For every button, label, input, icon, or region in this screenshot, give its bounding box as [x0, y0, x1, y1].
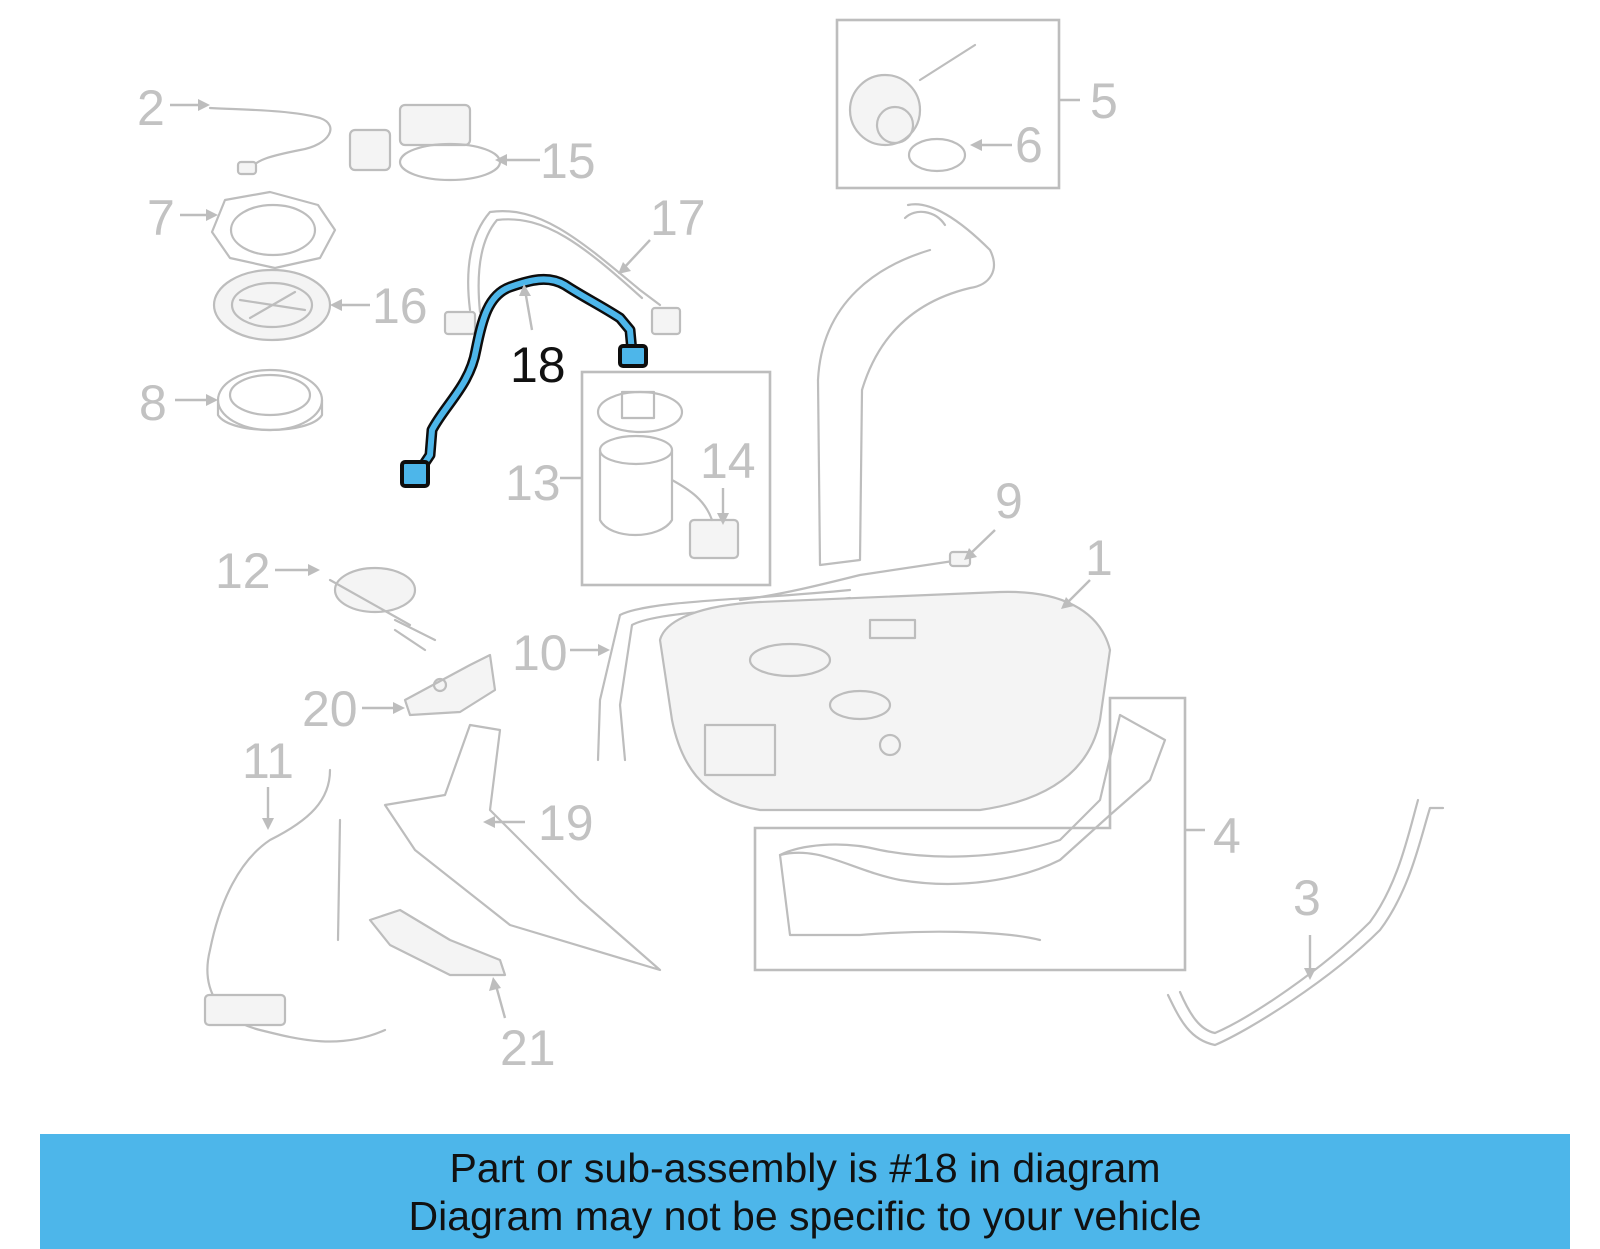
callout-11: 11 [242, 733, 294, 789]
part-7-lock-ring [210, 190, 337, 270]
part-18-highlighted-hose[interactable] [400, 273, 648, 488]
callout-14: 14 [700, 433, 756, 489]
callout-6: 6 [1015, 117, 1043, 173]
callout-2: 2 [137, 80, 165, 136]
banner-line-disclaimer: Diagram may not be specific to your vehi… [408, 1193, 1202, 1239]
part-14-sender [670, 478, 740, 560]
callout-7: 7 [147, 190, 175, 246]
callout-8: 8 [139, 375, 167, 431]
info-banner: Part or sub-assembly is #18 in diagram D… [40, 1134, 1570, 1249]
callout-10: 10 [512, 625, 568, 681]
callout-19: 19 [538, 795, 594, 851]
part-15-connector [348, 103, 502, 182]
part-20-bracket [403, 653, 497, 717]
callout-12: 12 [215, 543, 271, 599]
callout-1: 1 [1085, 530, 1113, 586]
part-8-seal [216, 368, 324, 432]
callout-5: 5 [1090, 73, 1118, 129]
callout-18: 18 [510, 337, 566, 393]
part-19-shield [383, 723, 662, 972]
part-11-harness [203, 768, 387, 1043]
part-5-box [835, 18, 1061, 190]
part-16-flange [212, 268, 332, 342]
callout-20: 20 [302, 681, 358, 737]
part-1-tank [658, 590, 1112, 812]
callout-9: 9 [995, 473, 1023, 529]
callout-labels: 2 15 7 16 8 17 18 5 6 13 14 9 1 10 12 20… [137, 73, 1321, 1076]
part-17-hose [443, 210, 682, 336]
filler-neck [816, 203, 996, 567]
callout-17: 17 [650, 190, 706, 246]
banner-line-part: Part or sub-assembly is #18 in diagram [449, 1145, 1161, 1191]
part-21-module [368, 908, 507, 977]
part-12-filter [328, 566, 437, 652]
leader-arrows [170, 98, 1316, 1019]
callout-16: 16 [372, 278, 428, 334]
part-4-box [753, 696, 1187, 972]
callout-15: 15 [540, 133, 596, 189]
part-6-seal [907, 137, 967, 173]
callout-4: 4 [1213, 808, 1241, 864]
part-2-wire [208, 106, 332, 176]
part-9-line [738, 550, 972, 602]
callout-13: 13 [505, 455, 561, 511]
callout-3: 3 [1293, 870, 1321, 926]
callout-21: 21 [500, 1020, 556, 1076]
